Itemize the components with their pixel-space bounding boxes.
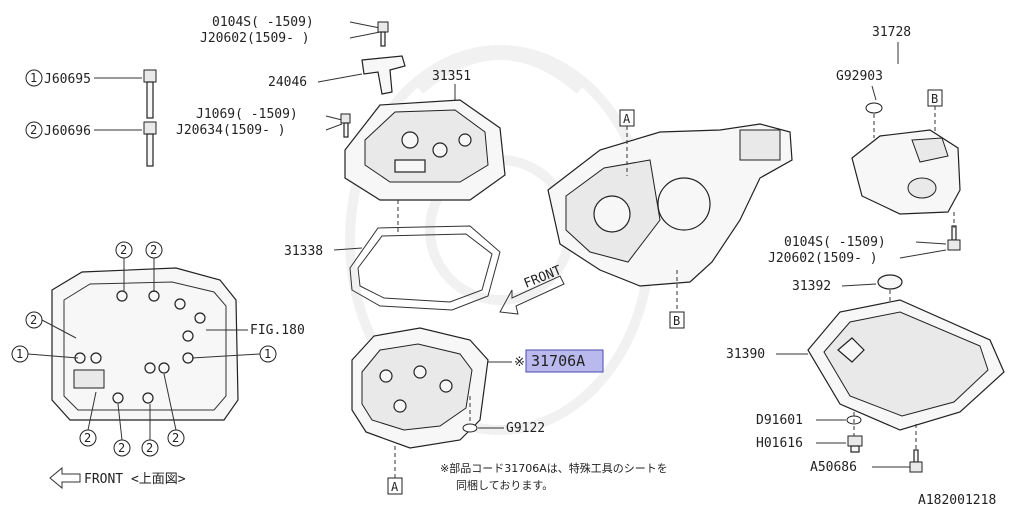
label-31390: 31390 — [726, 347, 765, 362]
callout-2-top: 2 — [30, 123, 37, 137]
diagram-id: A182001218 — [918, 493, 996, 508]
label-0104s-top: 0104S( -1509) — [212, 15, 314, 30]
box-a-bottom-label: A — [391, 480, 399, 494]
leader-31338 — [333, 247, 363, 251]
note-line-2: 同梱しております。 — [456, 478, 553, 492]
front-arrow-middle-icon — [499, 275, 565, 315]
label-front-bottom: FRONT <上面図> — [84, 472, 186, 487]
ref-mark-31706a: ※ — [514, 355, 525, 370]
label-j20634: J20634(1509- ) — [176, 123, 286, 138]
leader-24046 — [317, 73, 363, 83]
label-j60695: J60695 — [44, 72, 91, 87]
label-a50686: A50686 — [810, 460, 857, 475]
callout-1-left: 1 — [16, 347, 23, 361]
label-31338: 31338 — [284, 244, 323, 259]
valve-body-31706a — [351, 327, 489, 449]
callout-circle-1-top — [25, 69, 43, 87]
label-j60696: J60696 — [44, 124, 91, 139]
callout-2-f: 2 — [146, 441, 153, 455]
callout-1-top: 1 — [30, 71, 37, 85]
label-h01616: H01616 — [756, 436, 803, 451]
bolt-j60695 — [143, 69, 157, 119]
label-31351: 31351 — [432, 69, 471, 84]
box-b-mid — [669, 311, 685, 329]
label-g92903: G92903 — [836, 69, 883, 84]
gasket-31338 — [349, 225, 501, 311]
leader-0104s-right — [915, 241, 947, 245]
leader-0104s-top — [349, 21, 381, 29]
bolt-j60696 — [143, 121, 157, 167]
plan-callouts: 2 2 2 1 1 2 2 2 2 — [11, 241, 277, 457]
callout-circle-2-top — [25, 121, 43, 139]
oring-g9122 — [462, 423, 478, 433]
bolt-a50686 — [909, 449, 923, 473]
leader-j20602-top — [349, 31, 381, 39]
callout-1-right: 1 — [264, 347, 271, 361]
bolt-top-cover — [377, 21, 389, 47]
box-a-top-label: A — [623, 112, 631, 126]
callout-2-c: 2 — [30, 313, 37, 327]
callout-2-d: 2 — [84, 431, 91, 445]
label-j20602-top: J20602(1509- ) — [200, 31, 310, 46]
callout-2-e: 2 — [118, 441, 125, 455]
leader-31392 — [841, 283, 877, 287]
transmission-case — [547, 123, 793, 287]
label-j1069: J1069( -1509) — [196, 107, 298, 122]
oring-g92903 — [865, 102, 883, 114]
upper-valve-cover — [344, 99, 506, 201]
label-31728: 31728 — [872, 25, 911, 40]
label-31706a[interactable]: 31706A — [531, 352, 585, 370]
box-b-mid-label: B — [673, 314, 680, 328]
front-arrow-bottom-icon — [49, 466, 81, 490]
note-line-1: ※部品コード31706Aは、特殊工具のシートを — [440, 461, 668, 475]
label-0104s-right: 0104S( -1509) — [784, 235, 886, 250]
oil-pan-31390 — [807, 299, 1005, 431]
label-g9122: G9122 — [506, 421, 545, 436]
label-d91601: D91601 — [756, 413, 803, 428]
magnet-31392 — [877, 274, 903, 290]
label-31392: 31392 — [792, 279, 831, 294]
label-fig180: FIG.180 — [250, 323, 305, 338]
highlight-31706a[interactable] — [525, 349, 604, 373]
label-24046: 24046 — [268, 75, 307, 90]
bolt-strainer — [947, 225, 961, 251]
leader-j1069 — [325, 115, 343, 121]
callout-2-b: 2 — [150, 243, 157, 257]
label-j20602-right: J20602(1509- ) — [768, 251, 878, 266]
bolt-j1069 — [340, 113, 351, 138]
valve-body-plan-view — [51, 267, 239, 421]
bracket-24046 — [361, 55, 406, 95]
callout-2-a: 2 — [120, 243, 127, 257]
leader-g92903 — [871, 85, 877, 101]
drain-plug-h01616 — [847, 435, 863, 453]
leader-j20602-right — [899, 249, 947, 259]
oil-strainer-31728 — [851, 129, 961, 215]
callout-2-g: 2 — [172, 431, 179, 445]
box-b-right-label: B — [931, 92, 938, 106]
leader-j20634 — [325, 123, 343, 131]
